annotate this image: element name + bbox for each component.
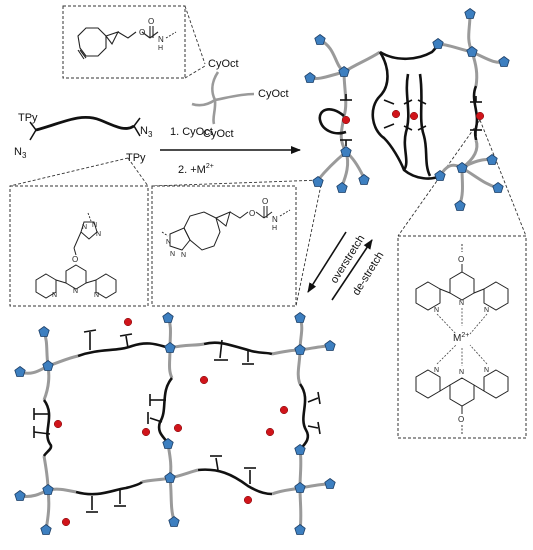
cyoct-label-top: CyOct bbox=[208, 58, 239, 70]
ester-oxygen-label: O bbox=[139, 28, 145, 37]
stretch-arrows: overstretch de-stretch bbox=[307, 231, 386, 301]
cyoct-label-bottom: CyOct bbox=[203, 128, 234, 140]
amide-h-label: H bbox=[158, 45, 163, 52]
svg-text:N: N bbox=[434, 367, 439, 374]
svg-text:N: N bbox=[82, 224, 87, 231]
svg-text:N: N bbox=[459, 300, 464, 307]
n3-label-left: N3 bbox=[14, 146, 27, 160]
ether-o-label: O bbox=[72, 255, 78, 264]
svg-text:N: N bbox=[94, 292, 99, 299]
carbonyl-oxygen-label: O bbox=[148, 17, 154, 26]
svg-text:N: N bbox=[52, 292, 57, 299]
svg-text:N: N bbox=[92, 222, 97, 229]
n3-label-right: N3 bbox=[140, 125, 153, 139]
svg-text:N: N bbox=[484, 307, 489, 314]
svg-text:N: N bbox=[434, 307, 439, 314]
triazole-cyoct-box: N N N O O N H bbox=[151, 185, 297, 307]
network-crosslinked bbox=[304, 8, 510, 211]
svg-text:N: N bbox=[181, 252, 186, 259]
svg-text:O: O bbox=[458, 415, 464, 424]
svg-text:O: O bbox=[249, 209, 255, 218]
cyoct-label-right: CyOct bbox=[258, 88, 289, 100]
reaction-arrow: 1. CyOct 2. +M2+ bbox=[160, 126, 301, 176]
tpy-label-right: TPy bbox=[126, 152, 146, 164]
svg-text:N: N bbox=[484, 367, 489, 374]
step1-label: 1. CyOct bbox=[170, 126, 213, 138]
svg-text:N: N bbox=[96, 231, 101, 238]
linear-polymer: TPy N3 N3 TPy bbox=[14, 112, 153, 164]
svg-text:N: N bbox=[166, 239, 171, 246]
triazole-tpy-box: N N N O N N N bbox=[9, 185, 149, 307]
svg-text:N: N bbox=[170, 251, 175, 258]
svg-text:N: N bbox=[459, 369, 464, 376]
metal-complex-box: O N N N M2+ N N N O bbox=[397, 235, 527, 439]
cyoct-crosslinker: CyOct CyOct CyOct bbox=[191, 58, 289, 140]
svg-text:N: N bbox=[272, 215, 278, 224]
svg-text:O: O bbox=[458, 255, 464, 264]
svg-text:O: O bbox=[262, 197, 268, 206]
network-stretched bbox=[14, 312, 336, 535]
svg-text:N: N bbox=[73, 288, 78, 295]
tpy-label-left: TPy bbox=[18, 112, 38, 124]
svg-text:H: H bbox=[272, 225, 277, 232]
step2-label: 2. +M2+ bbox=[178, 163, 214, 176]
cyoct-structure-box: O O N H bbox=[62, 5, 206, 79]
amide-n-label: N bbox=[158, 35, 164, 44]
metal-center-label: M2+ bbox=[453, 332, 469, 344]
